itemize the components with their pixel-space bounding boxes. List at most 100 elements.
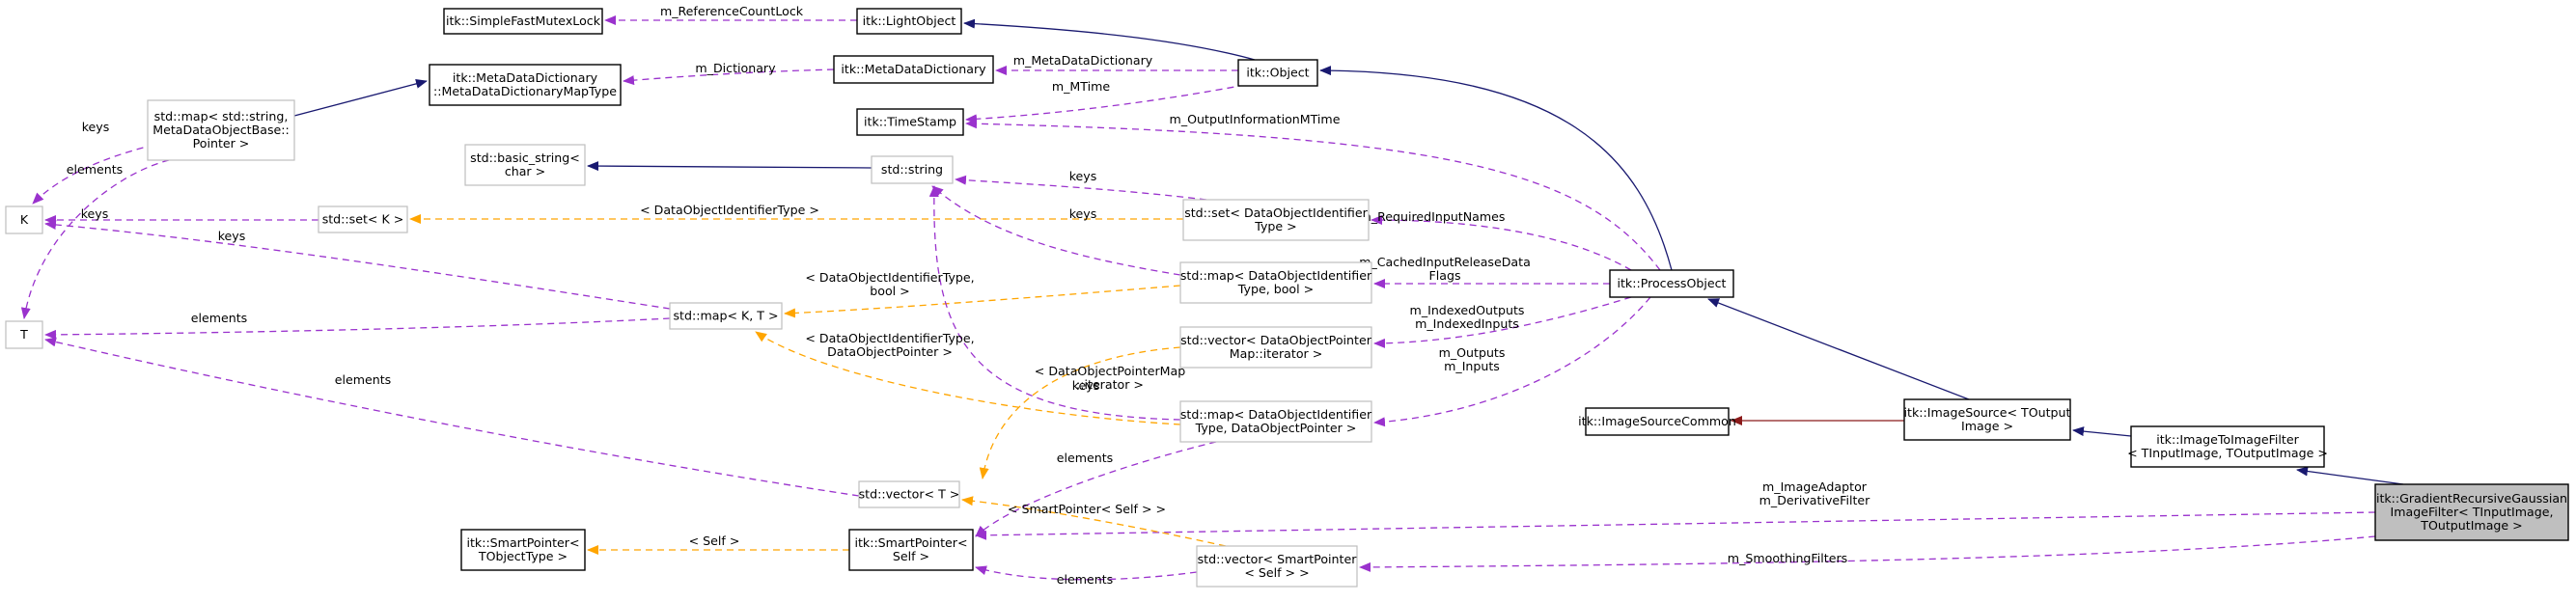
node-label: std::map< std::string,MetaDataObjectBase… [152,109,290,150]
edge-grad-iif [2296,466,2404,485]
edge-adaptor [975,511,2376,540]
edge-label-string-keys-2: keys [1069,206,1097,221]
edge-sp-elem2 [975,565,1198,581]
node-label: itk::SmartPointer<TObjectType > [466,535,579,563]
edge-is-po [1707,298,1970,400]
node-simple-fast-mutex-lock[interactable]: itk::SimpleFastMutexLock [443,8,603,35]
node-label: std::string [881,162,943,177]
edge-doi-dop [755,331,1181,425]
edge-str-keys2 [931,185,1181,276]
node-label: std::set< K > [322,212,404,227]
node-std-map-string[interactable]: std::map< std::string,MetaDataObjectBase… [147,99,295,161]
edge-label-vector-t-elements: elements [335,372,392,387]
edge-map-inh [293,78,428,117]
node-image-to-image-filter[interactable]: itk::ImageToImageFilter< TInputImage, TO… [2127,425,2328,468]
edge-vec-elem [44,337,860,497]
edge-sp-elem1 [975,441,1217,537]
edge-mtime [965,84,1246,124]
edge-label-sp-elements-2: elements [1057,572,1114,587]
node-image-source-common[interactable]: itk::ImageSourceCommon [1578,407,1736,436]
edge-label-dictionary: m_Dictionary [695,61,776,75]
edge-label-meta-data-dictionary: m_MetaDataDictionary [1013,53,1153,68]
edge-po-obj [1319,66,1673,271]
node-label: std::map< K, T > [673,309,778,323]
node-light-object[interactable]: itk::LightObject [856,8,962,35]
edge-outputs [1373,296,1651,427]
node-label: itk::SmartPointer<Self > [854,535,967,563]
edge-label-doi-bool-label: < DataObjectIdentifierType,bool > [805,270,974,298]
edge-label-sp-elements-1: elements [1057,451,1114,465]
node-label: itk::Object [1246,66,1309,80]
edge-label-mapkt-keys: keys [218,229,246,243]
edge-mapkt-keys [44,219,671,310]
node-label: std::vector< T > [859,487,960,502]
edge-label-set-k-keys: keys [81,206,109,221]
edge-label-mapkt-elements: elements [191,311,248,325]
edge-basic [587,161,873,172]
node-basic-string[interactable]: std::basic_string<char > [464,144,586,186]
node-label: std::vector< SmartPointer< Self > > [1198,552,1358,580]
node-label: std::basic_string<char > [470,150,580,178]
node-label: itk::ImageToImageFilter< TInputImage, TO… [2127,432,2328,460]
node-std-map-kt[interactable]: std::map< K, T > [669,302,783,330]
node-label: itk::ImageSourceCommon [1578,414,1736,428]
edge-label-mtime: m_MTime [1052,79,1111,94]
node-process-object[interactable]: itk::ProcessObject [1609,269,1734,298]
node-label: itk::TimeStamp [864,115,956,129]
edge-label-map-elements: elements [67,162,124,177]
edge-label-string-keys-3: keys [1072,378,1100,393]
edge-iif-is [2072,426,2132,437]
node-smart-pointer-self[interactable]: itk::SmartPointer<Self > [848,529,974,571]
node-meta-data-dictionary-map-type[interactable]: itk::MetaDataDictionary::MetaDataDiction… [429,64,622,106]
edge-label-map-keys: keys [82,120,110,134]
edge-label-required-input-names: m_RequiredInputNames [1360,209,1506,224]
edge-light [963,18,1256,61]
edge-label-self-label: < Self > [689,534,740,548]
node-label: itk::SimpleFastMutexLock [446,14,601,28]
node-object[interactable]: itk::Object [1237,59,1318,87]
edge-label-reference-count-lock: m_ReferenceCountLock [660,4,804,18]
node-std-vector-sp-self[interactable]: std::vector< SmartPointer< Self > > [1196,545,1358,588]
node-std-vector-t[interactable]: std::vector< T > [858,480,960,508]
edge-label-smoothing-filters: m_SmoothingFilters [1728,551,1847,565]
edge-dict-map [623,68,835,86]
edge-label-doi-type-label: < DataObjectIdentifierType > [640,203,819,217]
edge-label-smart-pointer-self-label: < SmartPointer< Self > > [1008,502,1166,516]
edge-mapkt-elem [44,317,671,340]
edge-label-string-keys-1: keys [1069,169,1097,183]
node-k[interactable]: K [5,205,43,234]
node-label: itk::LightObject [863,14,956,28]
node-smart-pointer-tobject[interactable]: itk::SmartPointer<TObjectType > [460,529,586,571]
edge-indexed [1373,296,1632,348]
node-meta-data-dictionary[interactable]: itk::MetaDataDictionary [833,55,994,84]
node-std-string[interactable]: std::string [871,155,954,184]
edge-outinfo [965,119,1661,271]
edge-smooth [1359,535,2376,572]
edge-str-keys1 [955,175,1207,201]
node-std-set-k[interactable]: std::set< K > [318,205,408,233]
node-label: itk::ProcessObject [1617,276,1726,290]
node-label: itk::MetaDataDictionary::MetaDataDiction… [433,70,617,98]
edge-label-dop-iterator-label: < DataObjectPointerMap::iterator > [1035,364,1185,392]
node-t[interactable]: T [5,320,43,349]
edge-sp-self [961,496,1227,547]
edge-label-doi-dop-label: < DataObjectIdentifierType,DataObjectPoi… [805,331,974,359]
node-time-stamp[interactable]: itk::TimeStamp [856,108,964,136]
edge-map-elem [20,159,170,319]
